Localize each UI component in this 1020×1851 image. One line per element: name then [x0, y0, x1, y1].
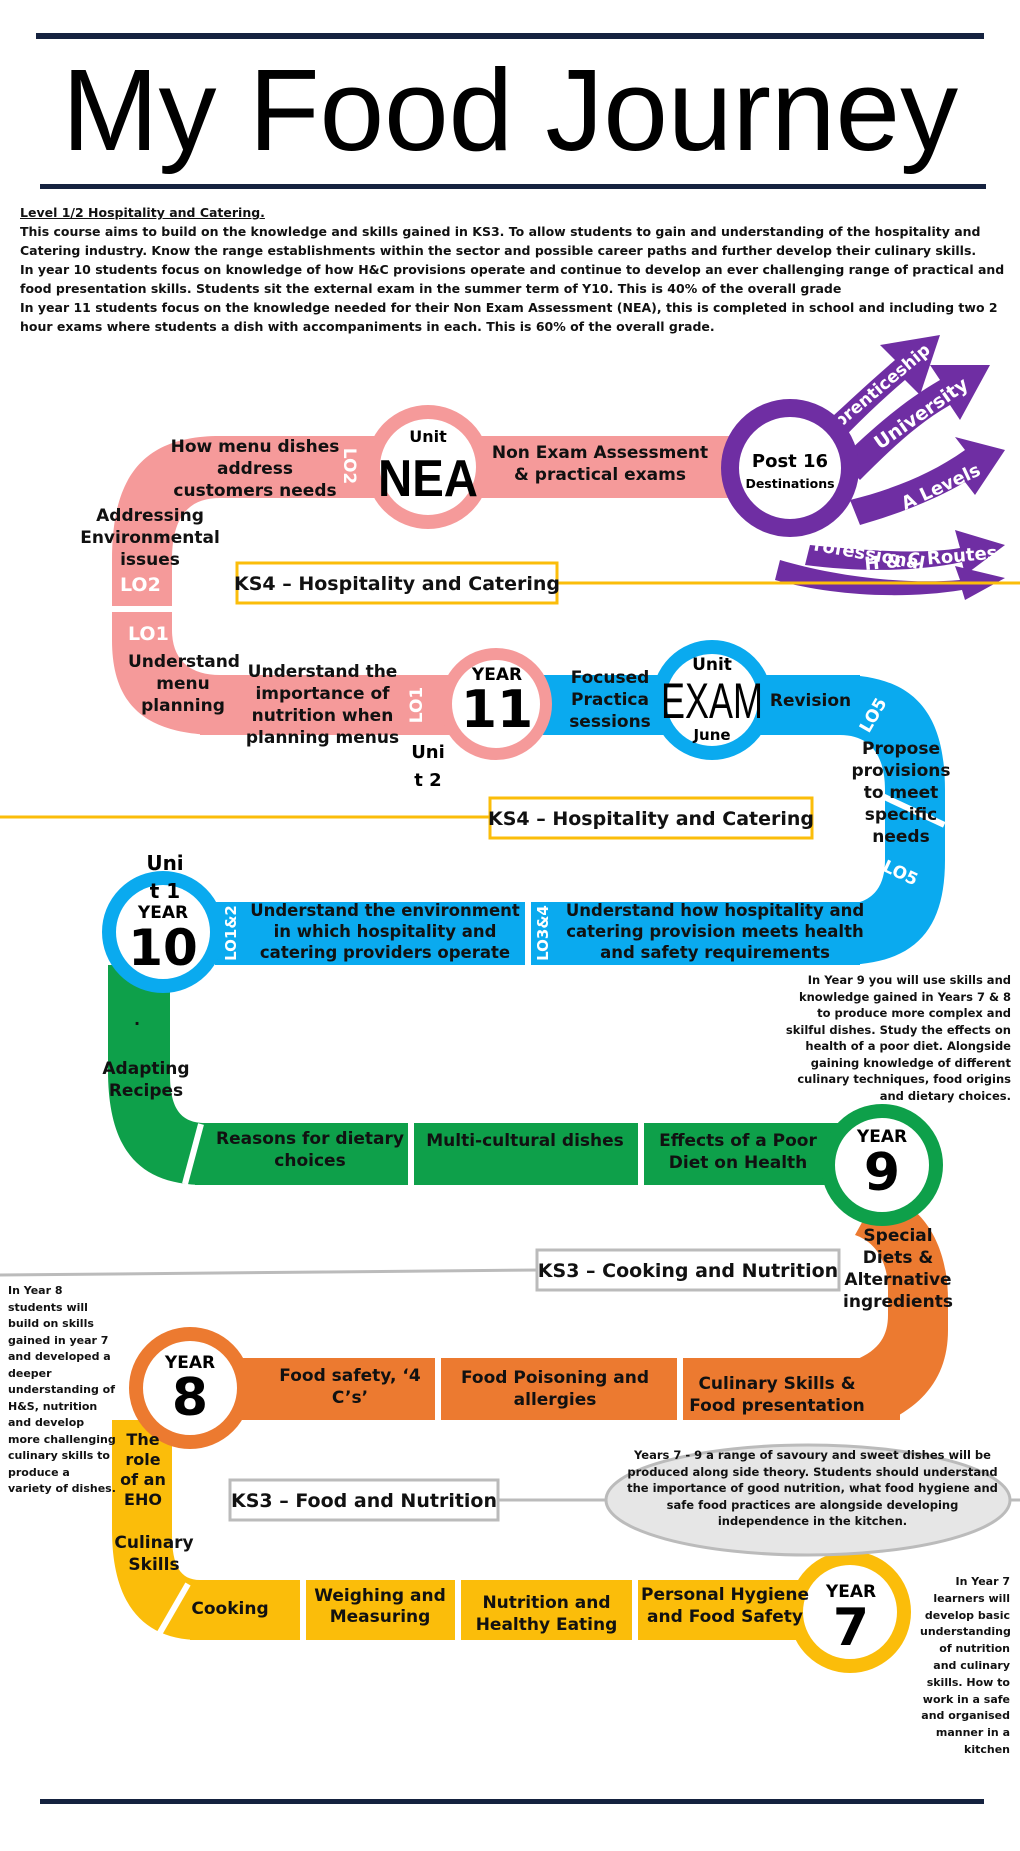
topic-focused: Focused Practica sessions [569, 668, 651, 732]
ks3-food-text: KS3 – Food and Nutrition [231, 1490, 497, 1512]
year8-number: 8 [172, 1368, 208, 1428]
ks3-cooking-box [535, 1248, 841, 1292]
note-year8: In Year 8 students will build on skills … [8, 1284, 116, 1495]
year11-circle [440, 648, 552, 760]
topic-eho: The role of an EHO [120, 1430, 166, 1509]
road-yellow-curve [112, 1420, 200, 1640]
year10-label: YEAR [137, 903, 188, 923]
exam-month: June [692, 726, 730, 744]
topic-nea-practical: Non Exam Assessment & practical exams [491, 443, 709, 485]
year9-label: YEAR [856, 1127, 907, 1147]
year10-number: 10 [128, 919, 198, 977]
topic-propose: Propose provisions to meet specific need… [851, 739, 951, 847]
unit1-a: Uni [146, 851, 183, 875]
year9-number: 9 [864, 1143, 900, 1203]
title-underline [40, 184, 986, 189]
topic-culinary-presentation: Culinary Skills & Food presentation [689, 1374, 865, 1416]
year8-label: YEAR [164, 1353, 215, 1373]
road-pink-curve [112, 436, 220, 735]
intro-paragraph-1: This course aims to build on the knowled… [20, 224, 981, 258]
topic-nutrition-menus: Understand the importance of nutrition w… [245, 662, 400, 748]
topic-menu-dishes: How menu dishes address customers needs [170, 437, 340, 501]
year10-circle [102, 871, 224, 993]
topic-environmental: Addressing Environmental issues [80, 506, 220, 570]
topic-poisoning: Food Poisoning and allergies [461, 1368, 649, 1410]
ellipse-note-bubble [604, 1443, 1012, 1557]
topic-special: Special Diets & Alternative ingredients [843, 1226, 953, 1312]
topic-revision: Revision [769, 691, 852, 711]
lo1-tag: LO1 [128, 623, 169, 645]
lo34-tag: LO3&4 [534, 905, 552, 961]
note-year9: In Year 9 you will use skills and knowle… [785, 973, 1011, 1103]
road-orange-row [230, 1358, 900, 1420]
note-ellipse: Years 7 - 9 a range of savoury and sweet… [627, 1448, 998, 1528]
road-green-curve [108, 965, 205, 1185]
exam-circle [652, 640, 772, 760]
intro-paragraph-2: In year 10 students focus on knowledge o… [20, 262, 1005, 296]
road-yellow-row [190, 1580, 840, 1640]
exam-unit: Unit [692, 655, 732, 675]
topic-dot: . [134, 1010, 141, 1029]
page-title: My Food Journey [61, 45, 959, 175]
road-blue-curve [840, 675, 945, 965]
year8-circle [129, 1327, 251, 1449]
ks3-cooking-line [0, 1268, 541, 1277]
topic-adapting: Adapting Recipes [102, 1059, 190, 1101]
ks3-food-box [228, 1478, 500, 1522]
topic-hygiene: Personal Hygiene and Food Safety [641, 1585, 809, 1627]
ks3-cooking-text: KS3 – Cooking and Nutrition [538, 1260, 838, 1282]
ks4-mid-text: KS4 – Hospitality and Catering [488, 808, 814, 830]
topic-menu-planning: Understand menu planning [128, 652, 240, 716]
ks4-mid-box [488, 796, 814, 840]
topic-health-safety: Understand how hospitality and catering … [565, 901, 865, 962]
intro-paragraph-3: In year 11 students focus on the knowled… [20, 300, 998, 334]
year7-number: 7 [833, 1598, 869, 1658]
topic-culinary: Culinary Skills [114, 1533, 194, 1575]
ks4-top-box [235, 561, 559, 605]
bottom-rule [40, 1799, 984, 1804]
nea-unit: Unit [409, 427, 447, 446]
year11-label: YEAR [471, 665, 522, 685]
nea-circle [366, 405, 490, 529]
road-dividers [112, 606, 946, 1640]
post16-circle [721, 399, 859, 537]
topic-poor-diet: Effects of a Poor Diet on Health [659, 1131, 817, 1173]
topic-environment: Understand the environment in which hosp… [250, 901, 520, 962]
road-green-row [195, 1123, 870, 1185]
topic-multicultural: Multi-cultural dishes [426, 1131, 624, 1151]
road-blue-y10 [215, 902, 860, 965]
exam-big: EXAM [661, 673, 763, 729]
note-year7: In Year 7 learners will develop basic un… [920, 1575, 1011, 1756]
lo1-vertical-tag: LO1 [407, 687, 427, 724]
topic-weighing: Weighing and Measuring [314, 1586, 446, 1627]
road-pink-lower [200, 675, 470, 735]
lo12-tag: LO1&2 [222, 905, 240, 961]
post16-sub: Destinations [745, 476, 834, 491]
post16-title: Post 16 [752, 451, 828, 472]
nea-big: NEA [378, 450, 478, 508]
lo-tags: LO2 LO2 LO1 LO1 LO5 LO5 LO1&2 LO3&4 [120, 448, 921, 961]
lo2-tag: LO2 [120, 574, 161, 596]
top-rule [36, 33, 984, 39]
intro-text: Level 1/2 Hospitality and Catering. This… [20, 203, 1005, 336]
lo2-top-tag: LO2 [339, 448, 359, 485]
topic-food-safety: Food safety, ‘4 C’s’ [279, 1366, 421, 1408]
ks4-top-text: KS4 – Hospitality and Catering [234, 573, 560, 595]
year11-number: 11 [461, 680, 533, 740]
year7-circle [789, 1551, 911, 1673]
topic-cooking: Cooking [191, 1599, 269, 1619]
unit2-b: t 2 [414, 770, 441, 791]
unit2-a: Uni [411, 742, 445, 763]
year9-circle [821, 1104, 943, 1226]
year7-label: YEAR [825, 1582, 876, 1602]
intro-heading: Level 1/2 Hospitality and Catering. [20, 205, 265, 220]
topic-reasons: Reasons for dietary choices [216, 1129, 404, 1171]
unit1-b: t 1 [150, 879, 180, 903]
topic-nutrition-healthy: Nutrition and Healthy Eating [475, 1593, 618, 1635]
